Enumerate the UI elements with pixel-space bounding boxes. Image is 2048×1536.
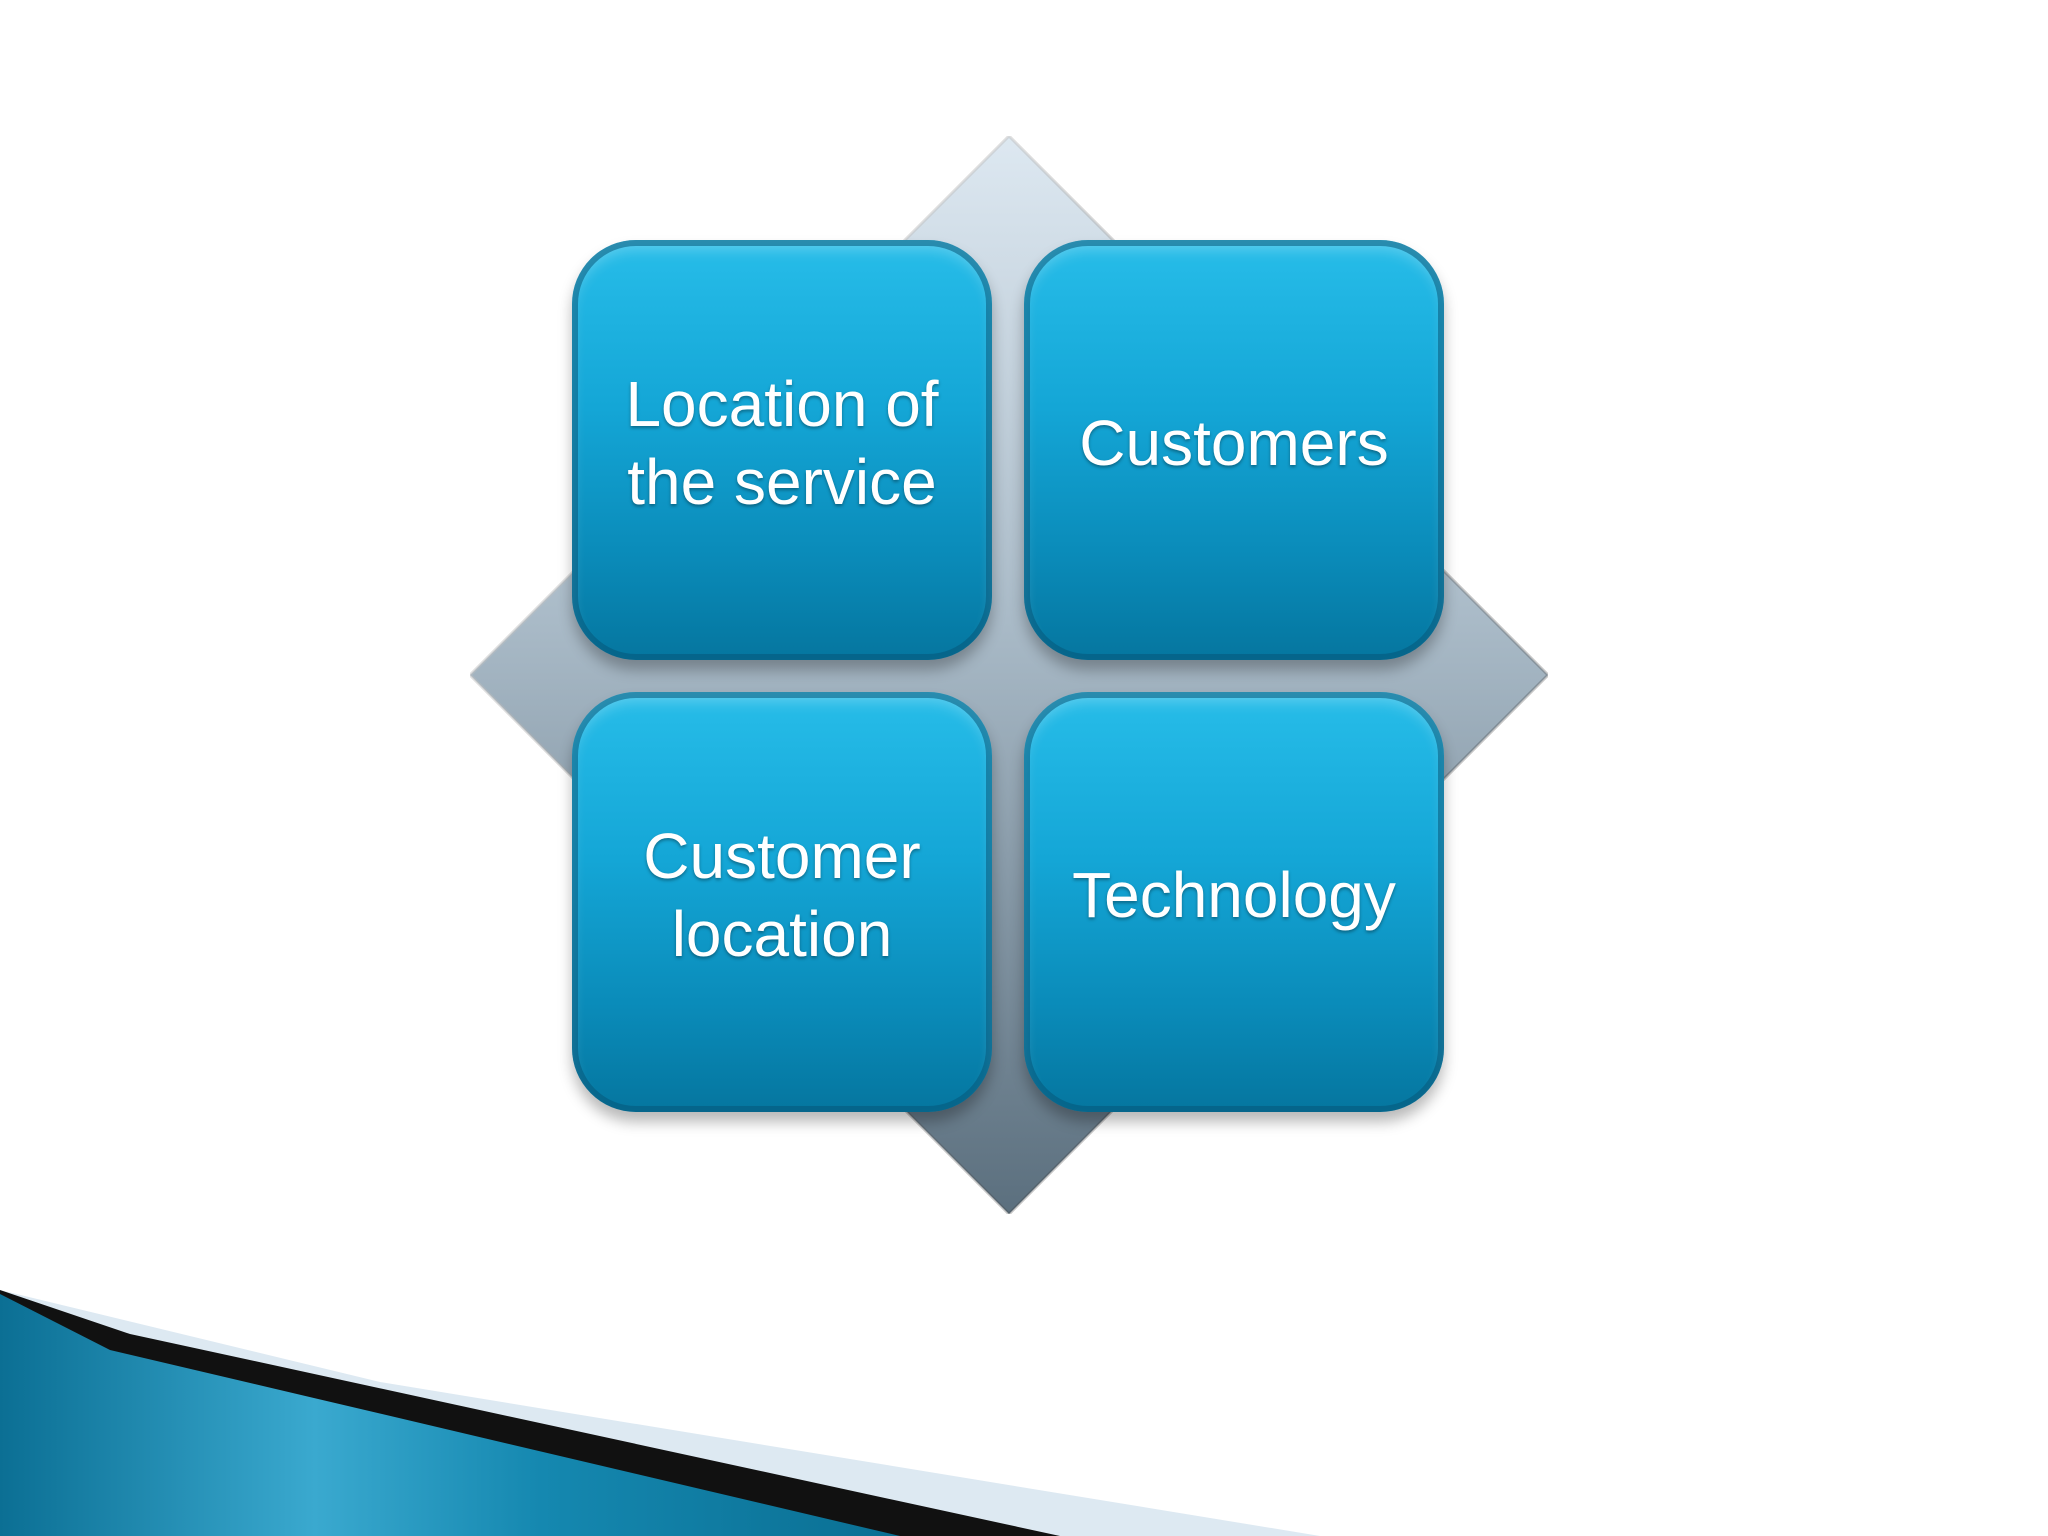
- quadrant-label: Customers: [1079, 407, 1389, 479]
- bottom-swoosh-decoration: [0, 1290, 1320, 1536]
- quadrant-customers: Customers: [1024, 240, 1444, 660]
- quadrant-label: Location of the service: [625, 368, 939, 518]
- quadrant-customer-location: Customer location: [572, 692, 992, 1112]
- quadrant-label: Technology: [1072, 859, 1396, 931]
- quadrant-label: Customer location: [643, 820, 921, 970]
- quadrant-location-of-service: Location of the service: [572, 240, 992, 660]
- quadrant-technology: Technology: [1024, 692, 1444, 1112]
